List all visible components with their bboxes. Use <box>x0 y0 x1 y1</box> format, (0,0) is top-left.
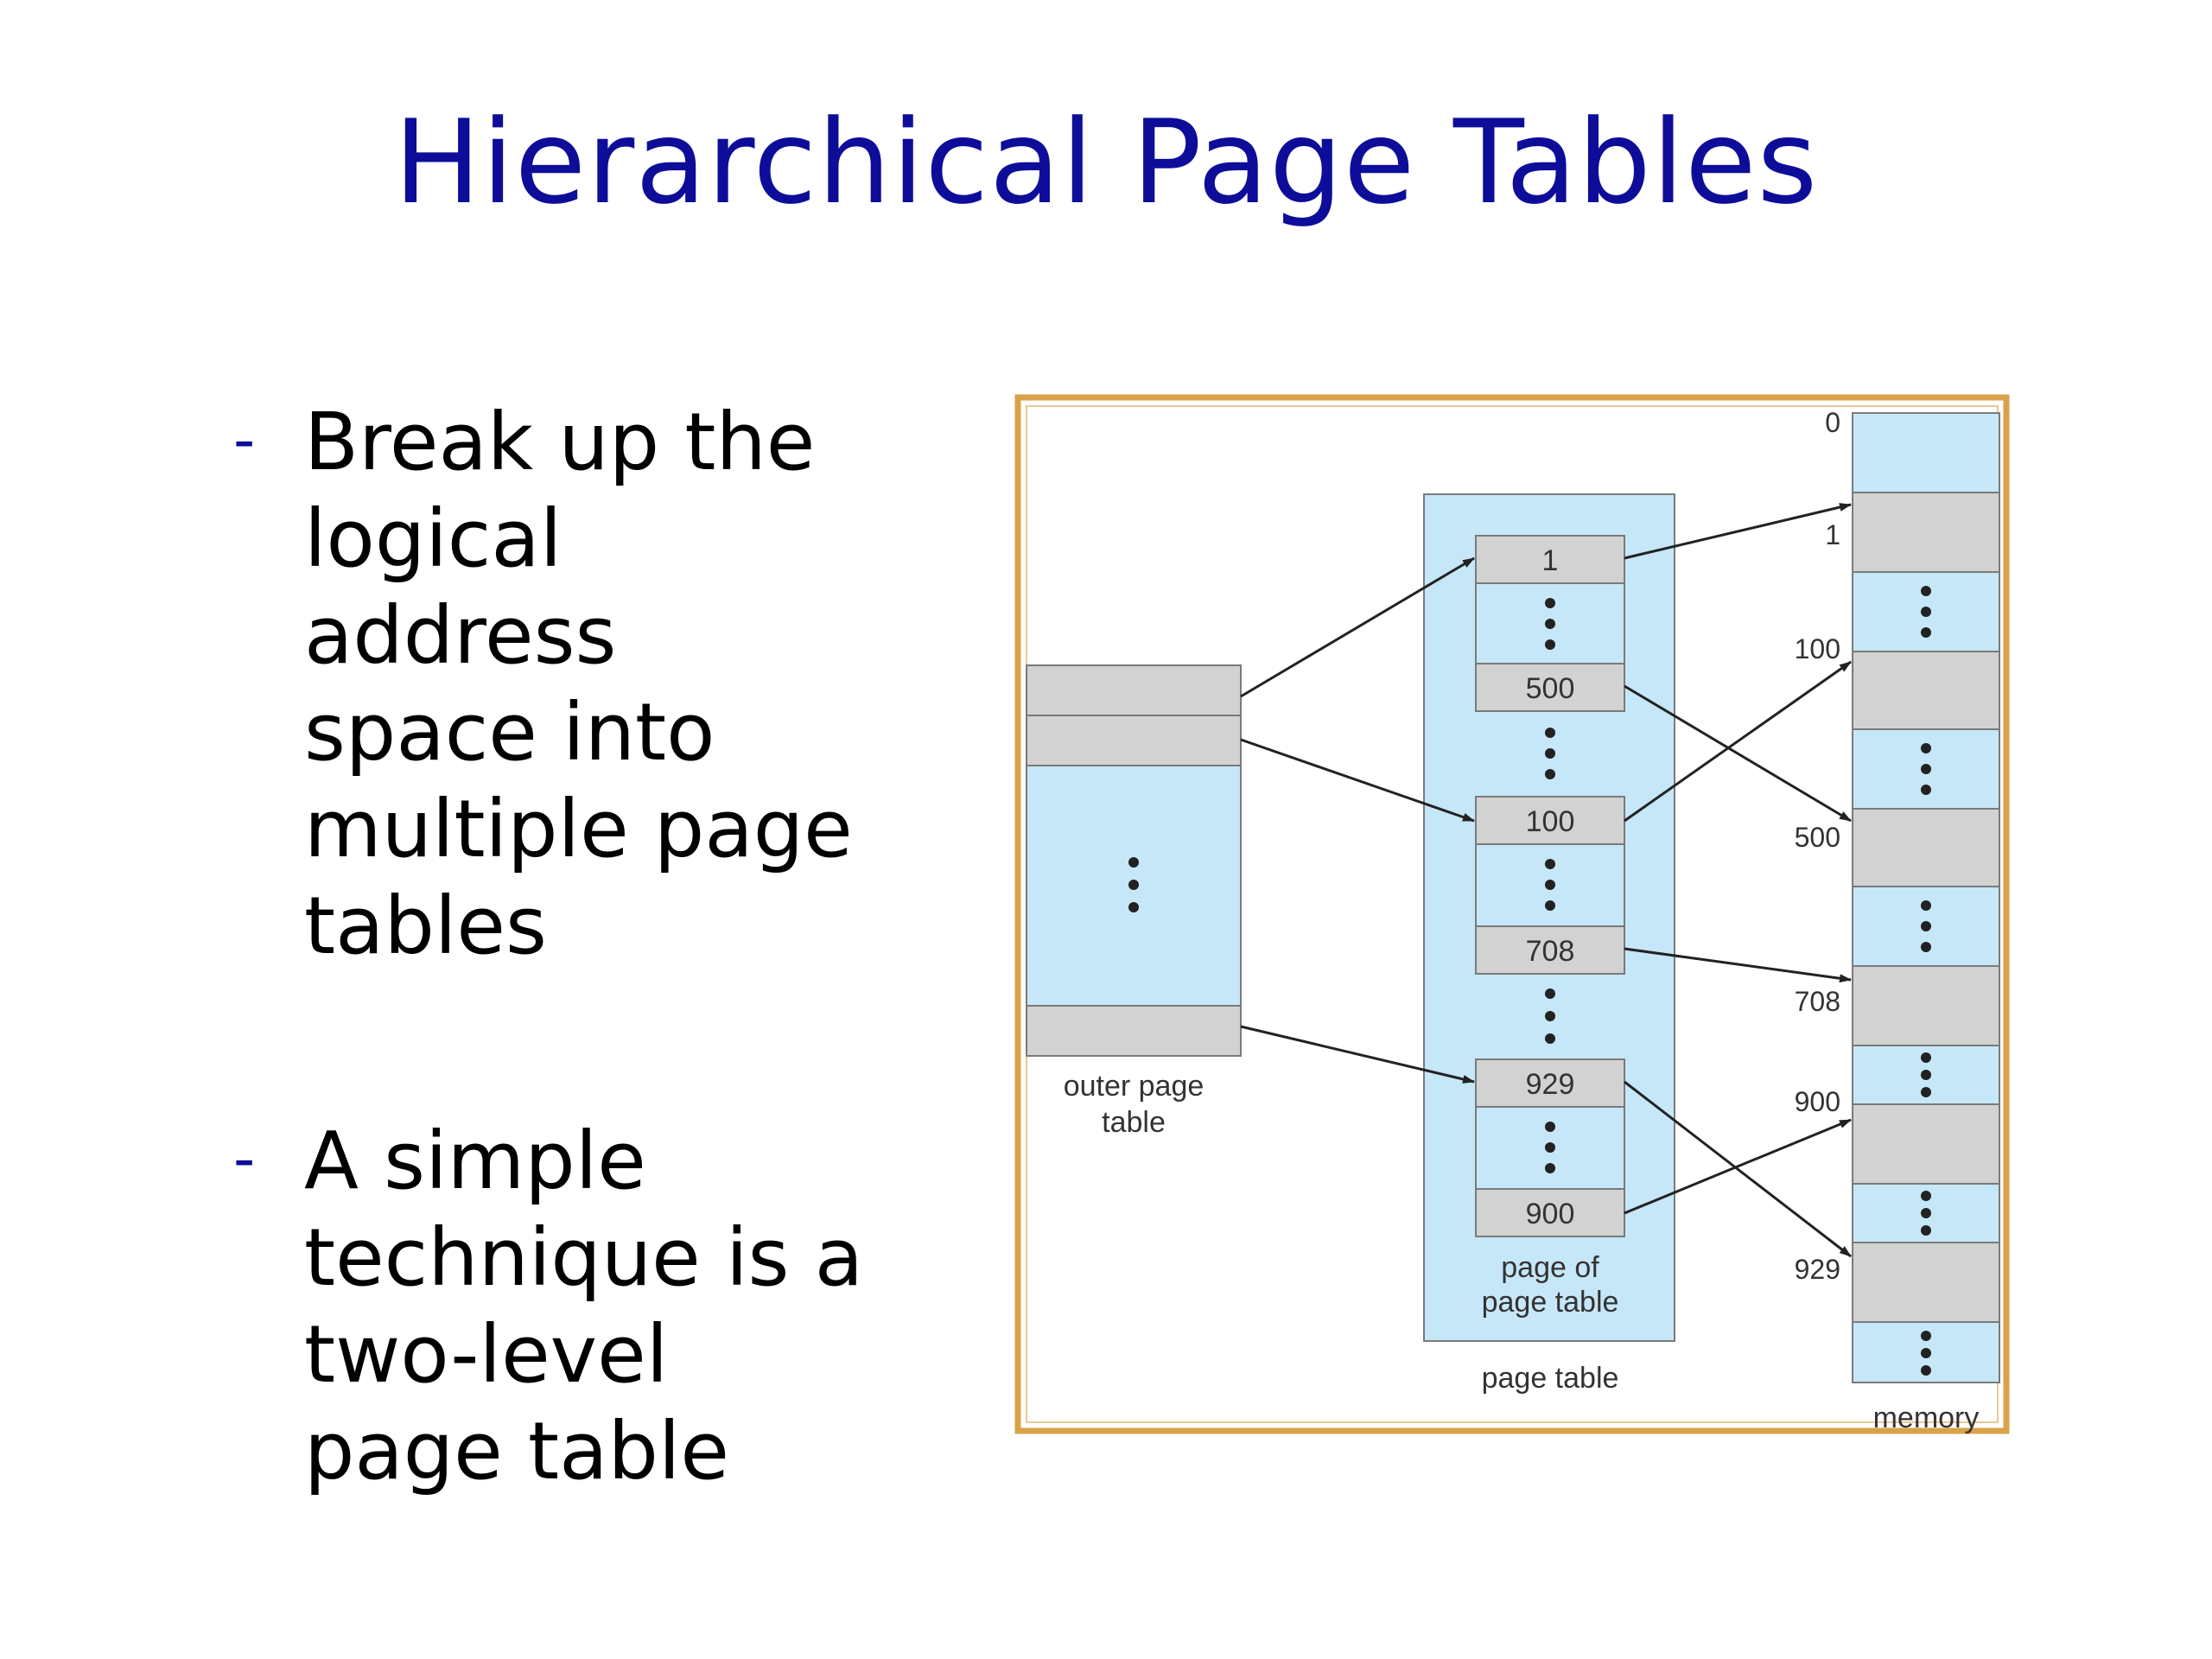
memory-address-label: 0 <box>1825 407 1840 438</box>
arrow-outer-to-entry-100 <box>1240 738 1475 823</box>
outer-page-table-label: outer page <box>1064 1070 1205 1103</box>
ellipsis-icon <box>1921 586 1931 1376</box>
bullet-marker: - <box>233 1123 256 1194</box>
outer-page-table-label: table <box>1102 1106 1166 1139</box>
arrow-outer-to-entry-1 <box>1240 556 1475 698</box>
memory-address-label: 500 <box>1795 822 1840 853</box>
ellipsis-icon <box>1545 598 1555 1173</box>
outer-page-table <box>1026 664 1242 1057</box>
diagram-frame <box>1014 394 2010 1434</box>
arrow-entry-929-to-mem-929 <box>1624 1080 1852 1258</box>
page-of-page-table-label: page of <box>1501 1251 1599 1284</box>
page-table-label: page table <box>1482 1362 1619 1395</box>
bullet-1: Break up the logical address space into … <box>304 394 961 975</box>
bullet-2-line: page table <box>304 1405 730 1497</box>
memory-label: memory <box>1873 1402 1980 1434</box>
memory-address-label: 929 <box>1795 1254 1840 1285</box>
bullet-1-line: address <box>304 589 617 682</box>
memory-address-label: 708 <box>1795 986 1840 1017</box>
entry-label: 708 <box>1526 935 1575 968</box>
bullet-1-line: Break up the <box>304 396 816 488</box>
entry-label: 500 <box>1526 672 1575 705</box>
memory-address-label: 1 <box>1825 519 1840 550</box>
page-of-page-table-label: page table <box>1482 1286 1619 1319</box>
memory-column <box>1852 412 2000 1383</box>
arrow-entry-708-to-mem-708 <box>1624 947 1852 983</box>
arrows <box>1240 503 1852 1258</box>
arrow-entry-900-to-mem-900 <box>1624 1118 1852 1215</box>
entry-label: 1 <box>1542 544 1559 577</box>
arrow-entry-100-to-mem-100 <box>1624 660 1852 823</box>
bullet-marker: - <box>233 404 256 475</box>
arrow-outer-to-entry-929 <box>1240 1025 1475 1084</box>
entry-label: 900 <box>1526 1198 1575 1230</box>
bullet-1-line: multiple page <box>304 783 853 875</box>
bullet-2-line: technique is a <box>304 1211 864 1304</box>
bullet-2: A simple technique is a two-level page t… <box>304 1113 961 1500</box>
bullet-2-line: A simple <box>304 1115 646 1207</box>
arrow-entry-500-to-mem-500 <box>1624 684 1852 823</box>
arrow-entry-1-to-mem-1 <box>1624 503 1852 560</box>
ellipsis-icon <box>1128 857 1139 912</box>
bullet-1-line: space into <box>304 686 715 779</box>
slide-title: Hierarchical Page Tables <box>393 95 1819 230</box>
bullet-1-line: logical <box>304 493 563 585</box>
memory-address-label: 900 <box>1795 1086 1840 1117</box>
bullet-1-line: tables <box>304 880 547 972</box>
entry-label: 929 <box>1526 1068 1575 1101</box>
entry-label: 100 <box>1526 805 1575 838</box>
memory-address-label: 100 <box>1795 633 1840 664</box>
bullet-2-line: two-level <box>304 1308 669 1401</box>
